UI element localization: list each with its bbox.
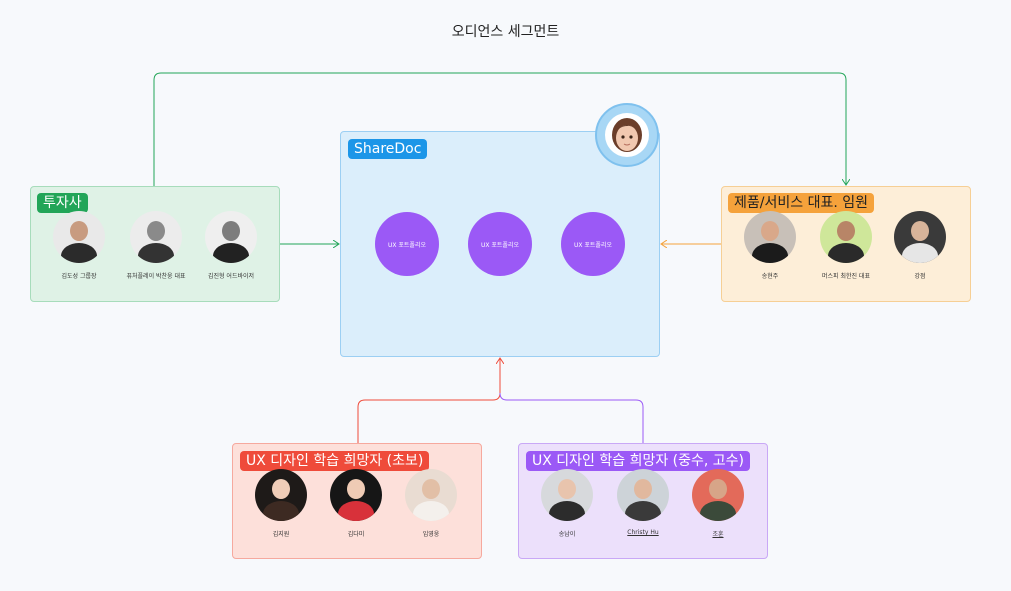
person-card[interactable]: 머스피 최한진 대표 bbox=[806, 211, 886, 280]
person-card[interactable]: 임영웅 bbox=[391, 469, 471, 538]
person-name: 김다미 bbox=[347, 531, 365, 538]
connector-intermediate-to-sharedoc bbox=[499, 392, 644, 443]
person-name: 김진형 어드바이저 bbox=[207, 273, 255, 280]
person-avatar bbox=[205, 211, 257, 263]
person-card[interactable]: 조훈 bbox=[678, 469, 758, 538]
person-card[interactable]: 송현주 bbox=[730, 211, 810, 280]
person-card[interactable]: 송남이 bbox=[527, 469, 607, 538]
person-name: 머스피 최한진 대표 bbox=[822, 273, 870, 280]
person-card[interactable]: 강점 bbox=[880, 211, 960, 280]
person-card[interactable]: 퓨처플레이 박찬웅 대표 bbox=[116, 211, 196, 280]
person-avatar bbox=[255, 469, 307, 521]
portfolio-node[interactable]: UX 포트폴리오 bbox=[561, 212, 625, 276]
diagram-title: 오디언스 세그먼트 bbox=[451, 24, 560, 40]
person-name: 강점 bbox=[914, 273, 926, 280]
person-card[interactable]: Christy Hu bbox=[603, 469, 683, 536]
person-avatar bbox=[820, 211, 872, 263]
person-name: 퓨처플레이 박찬웅 대표 bbox=[126, 273, 186, 280]
memoji-woman-avatar bbox=[605, 113, 649, 157]
person-name: Christy Hu bbox=[627, 529, 659, 536]
sharedoc-label: ShareDoc bbox=[348, 139, 428, 159]
person-avatar bbox=[692, 469, 744, 521]
investors-label: 투자사 bbox=[37, 193, 88, 213]
owner-avatar bbox=[595, 103, 659, 167]
person-name: 송남이 bbox=[558, 531, 576, 538]
person-card[interactable]: 김진형 어드바이저 bbox=[191, 211, 271, 280]
person-avatar bbox=[53, 211, 105, 263]
person-name: 송현주 bbox=[761, 273, 779, 280]
person-card[interactable]: 김지원 bbox=[241, 469, 321, 538]
person-avatar bbox=[330, 469, 382, 521]
portfolio-node[interactable]: UX 포트폴리오 bbox=[468, 212, 532, 276]
person-card[interactable]: 김도성 그룹장 bbox=[39, 211, 119, 280]
portfolio-node[interactable]: UX 포트폴리오 bbox=[375, 212, 439, 276]
person-avatar bbox=[130, 211, 182, 263]
person-name: 조훈 bbox=[712, 531, 724, 538]
person-card[interactable]: 김다미 bbox=[316, 469, 396, 538]
intermediate-label: UX 디자인 학습 희망자 (중수, 고수) bbox=[526, 451, 751, 471]
person-name: 김도성 그룹장 bbox=[61, 273, 97, 280]
beginners-label: UX 디자인 학습 희망자 (초보) bbox=[240, 451, 430, 471]
person-avatar bbox=[617, 469, 669, 521]
person-avatar bbox=[405, 469, 457, 521]
person-name: 김지원 bbox=[272, 531, 290, 538]
connector-investors-to-executives bbox=[153, 72, 846, 186]
person-avatar bbox=[541, 469, 593, 521]
person-avatar bbox=[744, 211, 796, 263]
executives-label: 제품/서비스 대표. 임원 bbox=[728, 193, 874, 213]
person-avatar bbox=[894, 211, 946, 263]
connector-beginners-to-sharedoc bbox=[357, 358, 500, 443]
person-name: 임영웅 bbox=[422, 531, 440, 538]
